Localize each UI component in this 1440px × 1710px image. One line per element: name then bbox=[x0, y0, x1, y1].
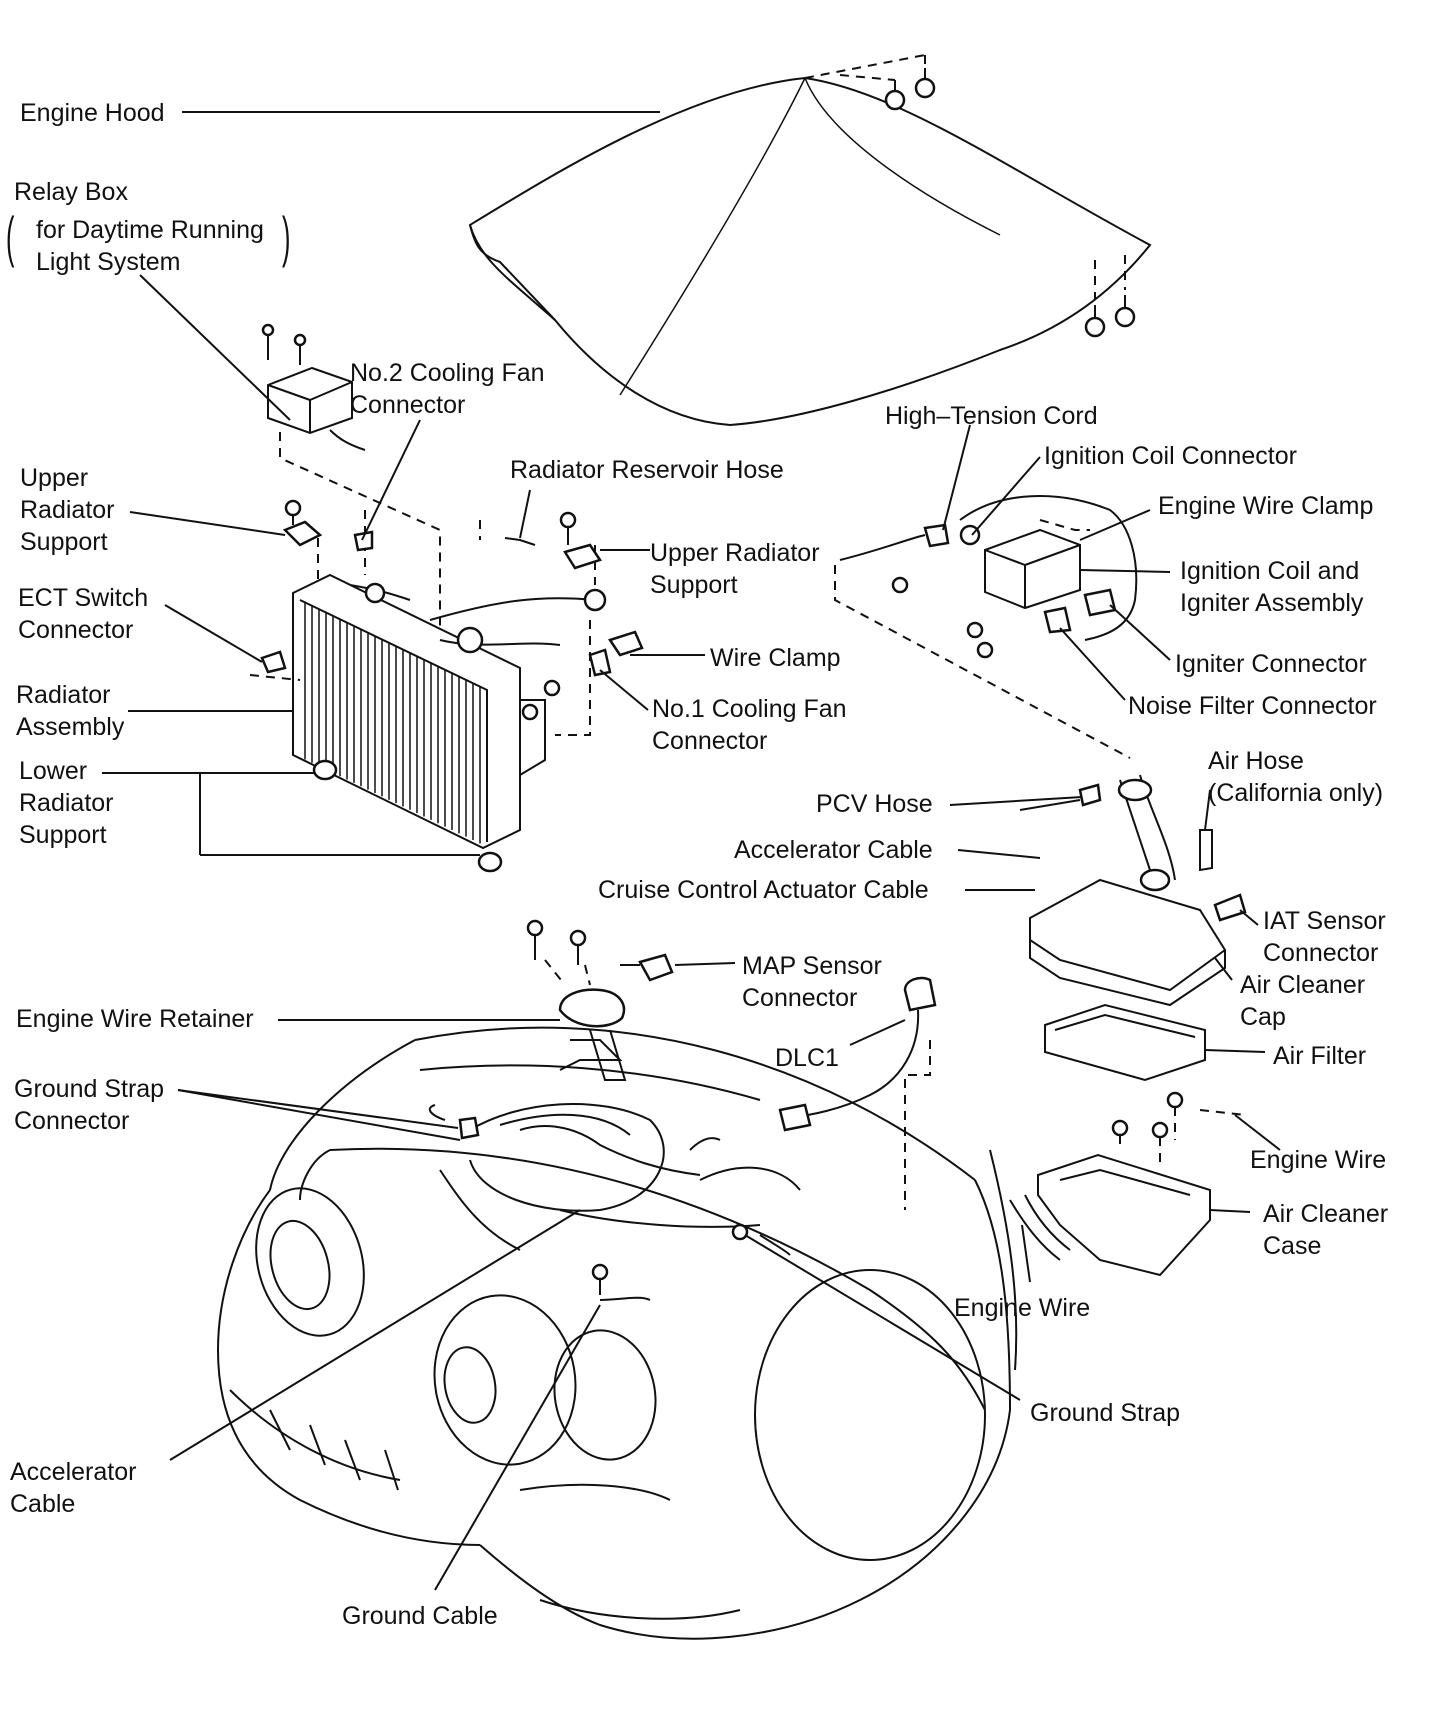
radiator-drawing bbox=[292, 510, 607, 850]
label-noise-filter-connector: Noise Filter Connector bbox=[1128, 692, 1377, 720]
label-engine-wire-right: Engine Wire bbox=[1250, 1146, 1387, 1174]
label-radiator-reservoir-hose: Radiator Reservoir Hose bbox=[510, 456, 784, 484]
label-engine-hood: Engine Hood bbox=[20, 99, 165, 127]
relay-box-drawing bbox=[261, 323, 441, 630]
label-engine-wire-retainer: Engine Wire Retainer bbox=[16, 1005, 254, 1033]
label-high-tension-cord: High–Tension Cord bbox=[885, 402, 1098, 430]
engine-bay-parts bbox=[428, 919, 1071, 1301]
label-accelerator-cable-right: Accelerator Cable bbox=[734, 836, 933, 864]
engine-hood-drawing bbox=[468, 76, 1152, 427]
label-wire-clamp: Wire Clamp bbox=[710, 644, 841, 672]
label-pcv-hose: PCV Hose bbox=[816, 790, 933, 818]
label-engine-wire-clamp: Engine Wire Clamp bbox=[1158, 492, 1374, 520]
label-ground-cable: Ground Cable bbox=[342, 1602, 498, 1630]
air-cleaner-drawing bbox=[1019, 774, 1247, 1277]
relay-box-paren-open-icon: ( bbox=[6, 205, 15, 268]
label-cruise-control-actuator-cable: Cruise Control Actuator Cable bbox=[598, 876, 929, 904]
label-ground-strap: Ground Strap bbox=[1030, 1399, 1181, 1427]
label-igniter-connector: Igniter Connector bbox=[1175, 650, 1367, 678]
hood-bolts bbox=[804, 54, 1136, 338]
label-relay-box: Relay Box for Daytime Running Light Syst… bbox=[14, 178, 264, 276]
leader-lines bbox=[102, 111, 1281, 1591]
relay-box-paren-close-icon: ) bbox=[282, 205, 291, 268]
label-dlc1: DLC1 bbox=[775, 1044, 839, 1072]
label-ignition-coil-connector: Ignition Coil Connector bbox=[1044, 442, 1297, 470]
label-air-filter: Air Filter bbox=[1273, 1042, 1367, 1070]
ignition-coil-drawing bbox=[834, 495, 1138, 759]
radiator-brackets bbox=[249, 499, 644, 873]
label-air-hose: Air Hose(California only) bbox=[1208, 747, 1384, 807]
label-engine-wire-bottom: Engine Wire bbox=[954, 1294, 1091, 1322]
